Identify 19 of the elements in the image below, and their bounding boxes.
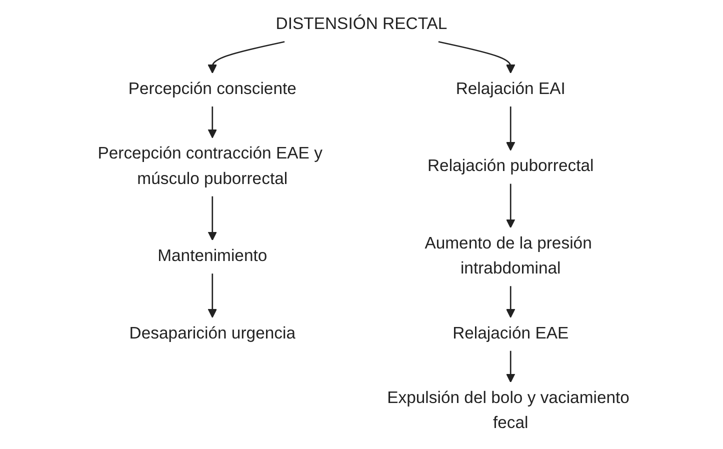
node-text: Desaparición urgencia: [129, 324, 296, 342]
arrow: [506, 286, 516, 318]
arrow: [506, 184, 516, 228]
arrow: [506, 106, 516, 151]
node-text: Expulsión del bolo y vaciamiento fecal: [387, 389, 630, 432]
node-text: Mantenimiento: [158, 247, 268, 266]
node-text: Relajación EAE: [452, 324, 569, 342]
arrow: [208, 196, 217, 241]
node-text: Relajación EAI: [456, 80, 566, 98]
arrow: [208, 41, 285, 74]
node-text: Percepción consciente: [128, 80, 296, 98]
arrow: [438, 41, 516, 74]
node-text: Aumento de la presión intrabdominal: [424, 234, 592, 278]
node-text: Percepción contracción EAE y músculo puborrectal: [98, 145, 322, 188]
arrow: [208, 274, 217, 318]
node-text: DISTENSIÓN RECTAL: [276, 16, 448, 34]
node-text: Relajación puborrectal: [427, 158, 594, 176]
arrow: [506, 350, 516, 383]
arrow: [208, 106, 217, 138]
